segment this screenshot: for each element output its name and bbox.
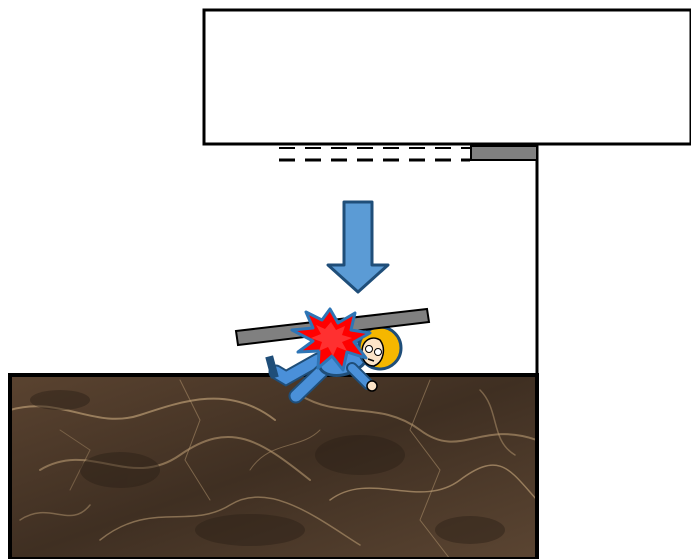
ground-block (10, 375, 537, 559)
upper-floor-slab (204, 10, 691, 144)
down-arrow-icon (328, 202, 388, 292)
remaining-plate (471, 146, 537, 160)
building-structure (204, 10, 691, 375)
